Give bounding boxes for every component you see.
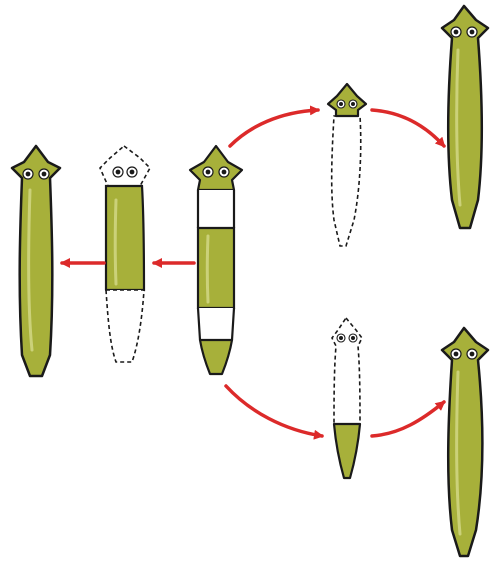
planarian-regenerated-bottom-right [442, 328, 488, 556]
arrow-icon [372, 110, 444, 146]
body-highlight [115, 200, 116, 284]
arrow-icon [226, 386, 322, 436]
tail-segment [200, 340, 232, 374]
body-highlight [207, 236, 208, 302]
arrow-icon [372, 402, 444, 436]
planarian-body [442, 328, 488, 556]
missing-body-outline [332, 116, 361, 246]
planarian-tail-fragment-regenerating [332, 318, 362, 478]
missing-tail-outline [106, 290, 144, 362]
planarian-original-cut [190, 146, 242, 374]
head-segment [328, 84, 366, 116]
planarian-regenerated-left [12, 146, 60, 376]
tail-segment [334, 424, 360, 478]
planarian-middle-fragment-regenerating [100, 146, 150, 362]
missing-head-body-outline [332, 318, 362, 424]
planarian-body [442, 6, 488, 228]
planarian-head-fragment-regenerating [328, 84, 366, 246]
planarian-regenerated-top-right [442, 6, 488, 228]
middle-segment [198, 228, 234, 308]
head-segment [190, 146, 242, 190]
green-middle-segment [106, 186, 144, 290]
planarian-body [12, 146, 60, 376]
missing-head-outline [100, 146, 150, 186]
arrow-icon [230, 110, 318, 146]
